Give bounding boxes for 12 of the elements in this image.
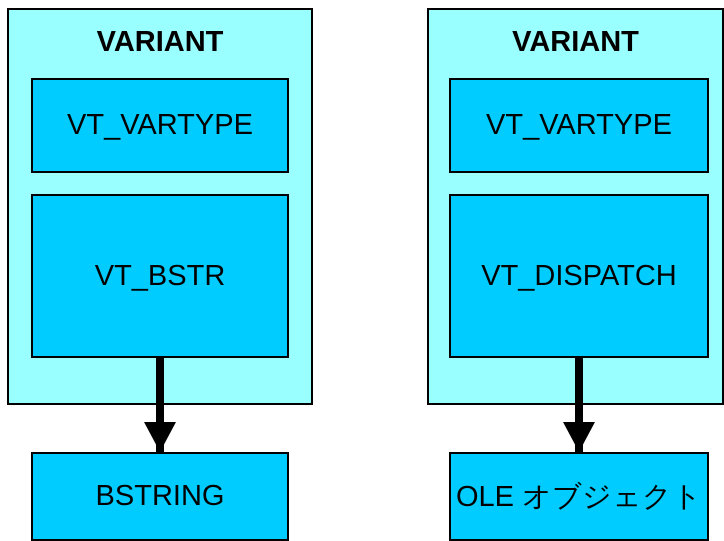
- box-title: VARIANT: [96, 26, 224, 59]
- type-box: VT_DISPATCH: [449, 194, 709, 358]
- type-box: VT_VARTYPE: [449, 78, 709, 173]
- type-box: BSTRING: [31, 452, 289, 541]
- arrow: [144, 358, 176, 452]
- box-title: VARIANT: [512, 26, 639, 59]
- container-box: [7, 8, 313, 405]
- type-box: OLE オブジェクト: [449, 452, 709, 541]
- type-box: VT_VARTYPE: [31, 78, 289, 173]
- type-box: VT_BSTR: [31, 194, 289, 358]
- arrow: [563, 358, 595, 452]
- container-box: [427, 8, 724, 405]
